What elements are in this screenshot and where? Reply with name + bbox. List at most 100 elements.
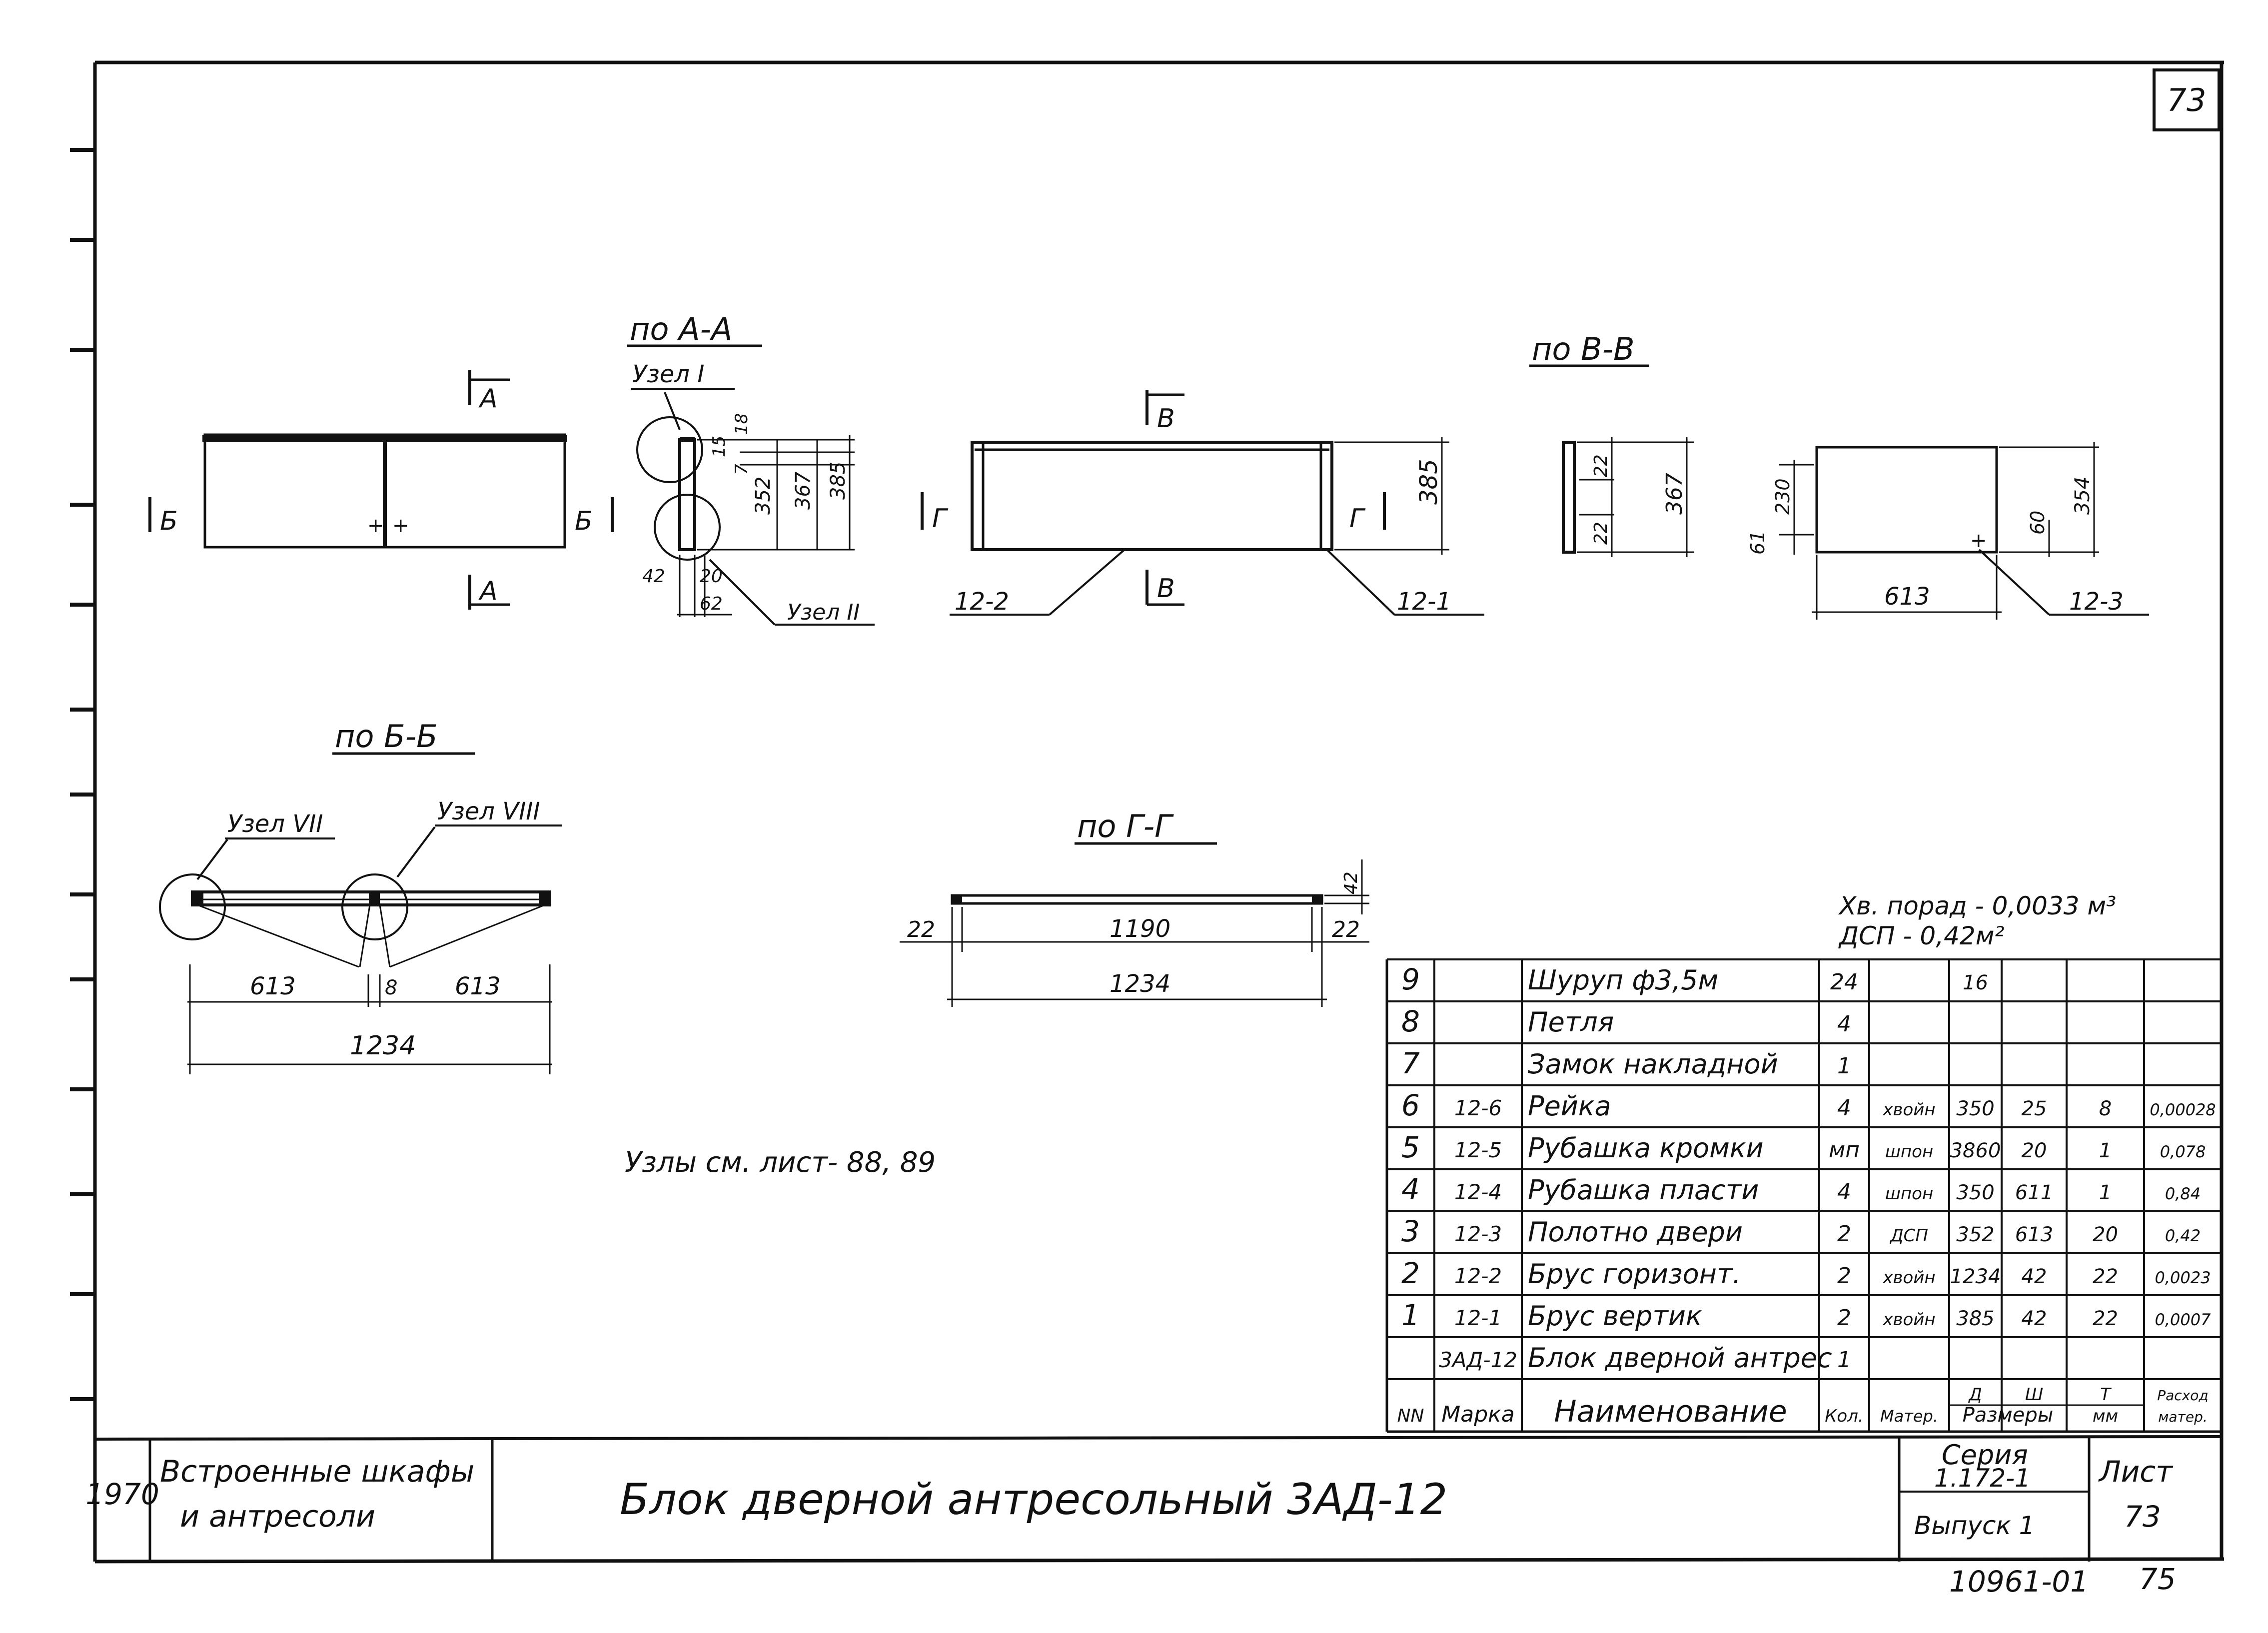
front-view: + + А А Б Б [148, 370, 614, 610]
title-section-line1: Встроенные шкафы [160, 1454, 474, 1489]
page-number: 75 [2139, 1562, 2176, 1596]
sheet-label: Лист [2098, 1455, 2174, 1489]
spec-cell-nn: 3 [1401, 1214, 1420, 1248]
section-bb-title: по Б-Б [335, 718, 438, 755]
node-2-label: Узел II [787, 600, 860, 625]
bb-dim-1234: 1234 [350, 1031, 416, 1061]
spec-cell-mat: хвойн [1882, 1100, 1935, 1120]
spec-header-material: Матер. [1880, 1407, 1938, 1426]
part-12-1-label: 12-1 [1397, 588, 1451, 616]
vv-dim-367: 367 [1662, 473, 1687, 515]
spec-cell-qty: 1 [1837, 1347, 1851, 1373]
spec-cell-cons: 0,0007 [2155, 1310, 2212, 1329]
spec-cell-qty: 2 [1837, 1263, 1851, 1289]
bb-dim-613-left: 613 [250, 972, 296, 1000]
svg-text:+: + [392, 514, 409, 537]
node-1-label: Узел I [632, 360, 704, 388]
spec-header-mark: Марка [1441, 1402, 1514, 1427]
dim-352: 352 [752, 477, 775, 515]
frame-view: В В Г Г 385 12-2 12-1 [921, 390, 1484, 616]
nodes-reference-note: Узлы см. лист- 88, 89 [625, 1146, 936, 1179]
gg-dim-22-left: 22 [907, 917, 935, 942]
spec-header-thickness: Т [2100, 1385, 2112, 1405]
bb-dim-613-right: 613 [455, 972, 501, 1000]
issue-label: Выпуск 1 [1914, 1511, 2035, 1540]
spec-cell-mark: 12-1 [1454, 1306, 1502, 1330]
spec-cell-cons: 0,42 [2165, 1226, 2201, 1245]
spec-cell-qty: 1 [1837, 1053, 1851, 1079]
spec-cell-w: 20 [2022, 1139, 2047, 1162]
section-a-top-label: А [478, 384, 498, 414]
gg-dim-42: 42 [1341, 871, 1361, 894]
svg-text:+: + [367, 514, 384, 537]
section-b-left-label: Б [160, 506, 178, 536]
spec-cell-w: 25 [2022, 1097, 2047, 1120]
spec-cell-l: 350 [1956, 1181, 1994, 1204]
spec-header-width: Ш [2025, 1385, 2043, 1405]
part-12-3-label: 12-3 [2069, 588, 2124, 616]
spec-cell-name: Брус горизонт. [1528, 1258, 1741, 1290]
spec-cell-nn: 8 [1401, 1004, 1420, 1038]
spec-cell-l: 352 [1956, 1223, 1994, 1246]
section-vv: по В-В 22 22 367 [1529, 331, 1694, 557]
archive-number: 10961-01 [1949, 1565, 2089, 1599]
spec-header-sizes: Размеры [1963, 1404, 2054, 1427]
section-gg: по Г-Г 42 22 1190 22 1234 [900, 808, 1369, 1007]
sheet-frame [70, 60, 2225, 1564]
spec-cell-t: 22 [2093, 1265, 2118, 1288]
spec-table-grid [1385, 958, 2223, 1433]
panel-dim-61: 61 [1747, 531, 1769, 555]
spec-cell-t: 1 [2099, 1139, 2112, 1162]
spec-cell-qty: 2 [1837, 1221, 1851, 1247]
panel-dim-354: 354 [2071, 477, 2094, 515]
spec-header-mm: мм [2093, 1406, 2118, 1426]
materials-note-line1: Хв. порад - 0,0033 м³ [1838, 891, 2116, 920]
node-8-label: Узел VIII [437, 798, 540, 825]
series-label: Серия [1942, 1439, 2028, 1471]
section-gg-title: по Г-Г [1077, 808, 1174, 844]
spec-cell-mark: 12-3 [1454, 1222, 1502, 1246]
spec-cell-mark: 12-5 [1454, 1138, 1502, 1162]
spec-cell-name: Рубашка пласти [1528, 1174, 1759, 1206]
spec-cell-mat: шпон [1885, 1184, 1933, 1204]
section-v-bottom-label: В [1157, 574, 1175, 604]
gg-dim-1190: 1190 [1110, 915, 1170, 943]
dim-42: 42 [642, 566, 665, 587]
spec-cell-name: Рубашка кромки [1528, 1132, 1764, 1164]
spec-cell-l: 1234 [1950, 1265, 2001, 1288]
spec-cell-name: Замок накладной [1528, 1048, 1778, 1080]
spec-cell-qty: 4 [1837, 1179, 1851, 1205]
spec-cell-nn: 5 [1401, 1130, 1420, 1164]
gg-dim-1234: 1234 [1110, 970, 1170, 998]
spec-header-qty: Кол. [1825, 1406, 1863, 1426]
spec-cell-t: 20 [2093, 1223, 2118, 1246]
panel-dim-613: 613 [1884, 583, 1930, 611]
spec-header-name: Наименование [1554, 1394, 1787, 1429]
dim-7: 7 [732, 464, 752, 475]
node-7-label: Узел VII [227, 810, 323, 838]
section-g-right-label: Г [1349, 504, 1366, 534]
spec-cell-name: Брус вертик [1528, 1300, 1702, 1332]
spec-cell-qty: 4 [1837, 1095, 1851, 1121]
section-g-left-label: Г [932, 504, 949, 534]
spec-cell-w: 613 [2015, 1223, 2053, 1246]
bb-dim-8: 8 [385, 976, 397, 999]
corner-sheet-number: 73 [2153, 68, 2221, 131]
spec-cell-w: 42 [2022, 1307, 2047, 1330]
spec-cell-cons: 0,00028 [2150, 1100, 2216, 1119]
section-b-right-label: Б [575, 506, 593, 536]
svg-text:+: + [1970, 529, 1987, 552]
spec-cell-cons: 0,0023 [2155, 1268, 2211, 1287]
title-year: 1970 [85, 1477, 159, 1511]
section-a-bottom-label: А [478, 576, 498, 606]
spec-cell-w: 42 [2022, 1265, 2047, 1288]
spec-cell-mat: хвойн [1882, 1310, 1935, 1330]
spec-cell-nn: 6 [1401, 1088, 1420, 1122]
dim-62: 62 [700, 594, 723, 614]
spec-cell-cons: 0,84 [2165, 1184, 2201, 1203]
spec-cell-mark: 12-6 [1454, 1096, 1502, 1120]
spec-cell-name: Шуруп ф3,5м [1528, 964, 1718, 996]
frame-dim-385: 385 [1415, 459, 1443, 505]
